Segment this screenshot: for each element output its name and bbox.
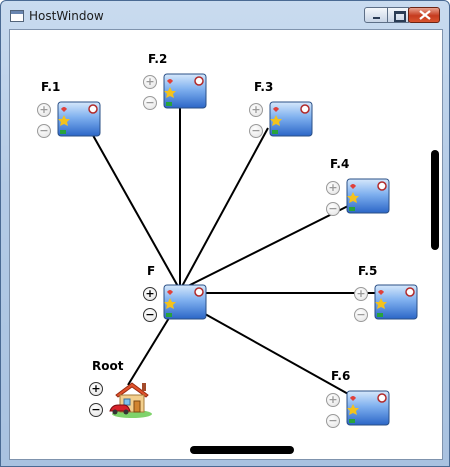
edge-f-f6 xyxy=(179,299,351,396)
node-f6-expand-button[interactable]: + xyxy=(326,393,340,407)
node-f3-expand-button[interactable]: + xyxy=(249,103,263,117)
node-f-collapse-button[interactable]: − xyxy=(143,308,157,322)
node-f4-folder-icon[interactable] xyxy=(346,178,390,214)
node-f2-folder-icon[interactable] xyxy=(163,73,207,109)
node-root-collapse-button[interactable]: − xyxy=(89,403,103,417)
window-icon xyxy=(10,10,24,22)
title-bar[interactable]: HostWindow xyxy=(1,1,449,29)
horizontal-scrollbar[interactable] xyxy=(190,446,294,454)
node-f5-collapse-button[interactable]: − xyxy=(354,308,368,322)
client-area xyxy=(9,29,443,460)
edge-f-f4 xyxy=(179,204,351,291)
node-label-f3: F.3 xyxy=(254,80,274,94)
node-f5-folder-icon[interactable] xyxy=(374,284,418,320)
node-label-f6: F.6 xyxy=(331,369,351,383)
node-f2-expand-button[interactable]: + xyxy=(143,75,157,89)
node-label-f5: F.5 xyxy=(358,264,378,278)
node-f-folder-icon[interactable] xyxy=(163,284,207,320)
node-f6-collapse-button[interactable]: − xyxy=(326,414,340,428)
close-icon xyxy=(419,10,431,20)
window-title: HostWindow xyxy=(29,9,104,23)
node-f5-expand-button[interactable]: + xyxy=(354,287,368,301)
node-f4-collapse-button[interactable]: − xyxy=(326,202,340,216)
minimize-button[interactable] xyxy=(364,7,388,23)
node-label-f4: F.4 xyxy=(330,157,350,171)
node-f1-collapse-button[interactable]: − xyxy=(37,124,51,138)
graph-edges xyxy=(89,100,375,396)
close-button[interactable] xyxy=(408,7,440,23)
node-root-expand-button[interactable]: + xyxy=(89,382,103,396)
node-label-f1: F.1 xyxy=(41,80,61,94)
home-icon[interactable] xyxy=(108,377,154,419)
edge-f-f3 xyxy=(179,127,269,291)
node-f1-folder-icon[interactable] xyxy=(57,101,101,137)
node-f4-expand-button[interactable]: + xyxy=(326,181,340,195)
node-label-root: Root xyxy=(92,359,124,373)
node-label-f: F xyxy=(147,264,156,278)
node-f6-folder-icon[interactable] xyxy=(346,390,390,426)
vertical-scrollbar[interactable] xyxy=(431,150,439,250)
node-f3-collapse-button[interactable]: − xyxy=(249,124,263,138)
node-label-f2: F.2 xyxy=(148,52,168,66)
edge-f-f1 xyxy=(89,129,181,291)
node-f3-folder-icon[interactable] xyxy=(269,101,313,137)
node-f-expand-button[interactable]: + xyxy=(143,287,157,301)
node-f2-collapse-button[interactable]: − xyxy=(143,96,157,110)
node-f1-expand-button[interactable]: + xyxy=(37,103,51,117)
